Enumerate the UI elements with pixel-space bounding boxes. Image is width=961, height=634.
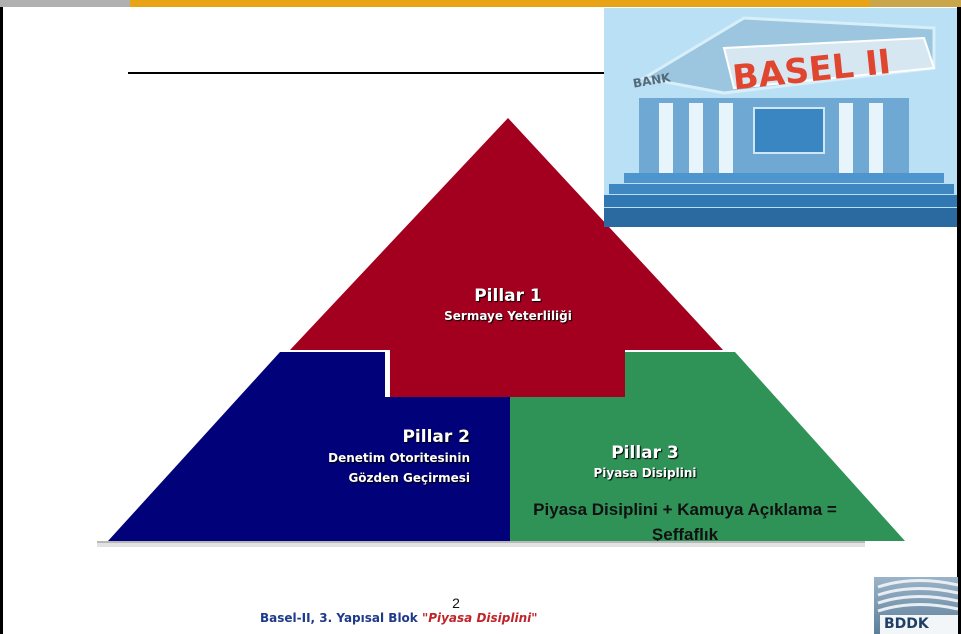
pillar1-label: Pillar 1 Sermaye Yeterliliği xyxy=(408,285,608,325)
pyramid-base-shadow xyxy=(97,543,865,547)
frame-right-border xyxy=(957,7,961,634)
basel-ii-bank-illustration: BASEL II BANK xyxy=(604,8,957,227)
transparency-statement-line2: Şeffaflık xyxy=(651,525,719,544)
pillar2-label: Pillar 2 Denetim Otoritesinin Gözden Geç… xyxy=(260,426,470,488)
bank-sign: BANK xyxy=(632,70,672,90)
footer-caption: Basel-II, 3. Yapısal Blok "Piyasa Disipl… xyxy=(260,611,660,625)
pillar1-subtitle: Sermaye Yeterliliği xyxy=(444,309,572,323)
footer-highlight: "Piyasa Disiplini" xyxy=(421,611,538,625)
pillar3-subtitle: Piyasa Disiplini xyxy=(593,466,697,480)
page-number: 2 xyxy=(452,595,460,611)
top-bar xyxy=(0,0,961,7)
pillar2-title: Pillar 2 xyxy=(402,427,470,447)
bddk-logo-text: BDDK xyxy=(880,615,958,634)
pillar3-title: Pillar 3 xyxy=(611,443,679,463)
transparency-statement-line1: Piyasa Disiplini + Kamuya Açıklama = xyxy=(533,500,837,519)
bddk-logo: BDDK xyxy=(874,577,958,634)
pillar3-label: Pillar 3 Piyasa Disiplini xyxy=(545,442,745,482)
top-bar-left-segment xyxy=(0,0,130,7)
pillar2-shape xyxy=(108,352,510,541)
footer-prefix: Basel-II, 3. Yapısal Blok xyxy=(260,611,422,625)
pyramid-base-line xyxy=(97,541,865,543)
frame-left-border xyxy=(0,7,3,634)
top-bar-right-segment xyxy=(870,0,961,7)
pillar1-shape xyxy=(290,118,723,397)
pillar1-title: Pillar 1 xyxy=(474,286,542,306)
transparency-statement: Piyasa Disiplini + Kamuya Açıklama = Şef… xyxy=(455,497,915,547)
title-underline xyxy=(128,72,628,74)
pillar3-shape xyxy=(510,352,905,541)
pillar2-subtitle-line1: Denetim Otoritesinin xyxy=(328,451,470,465)
pillar2-subtitle-line2: Gözden Geçirmesi xyxy=(348,471,470,485)
